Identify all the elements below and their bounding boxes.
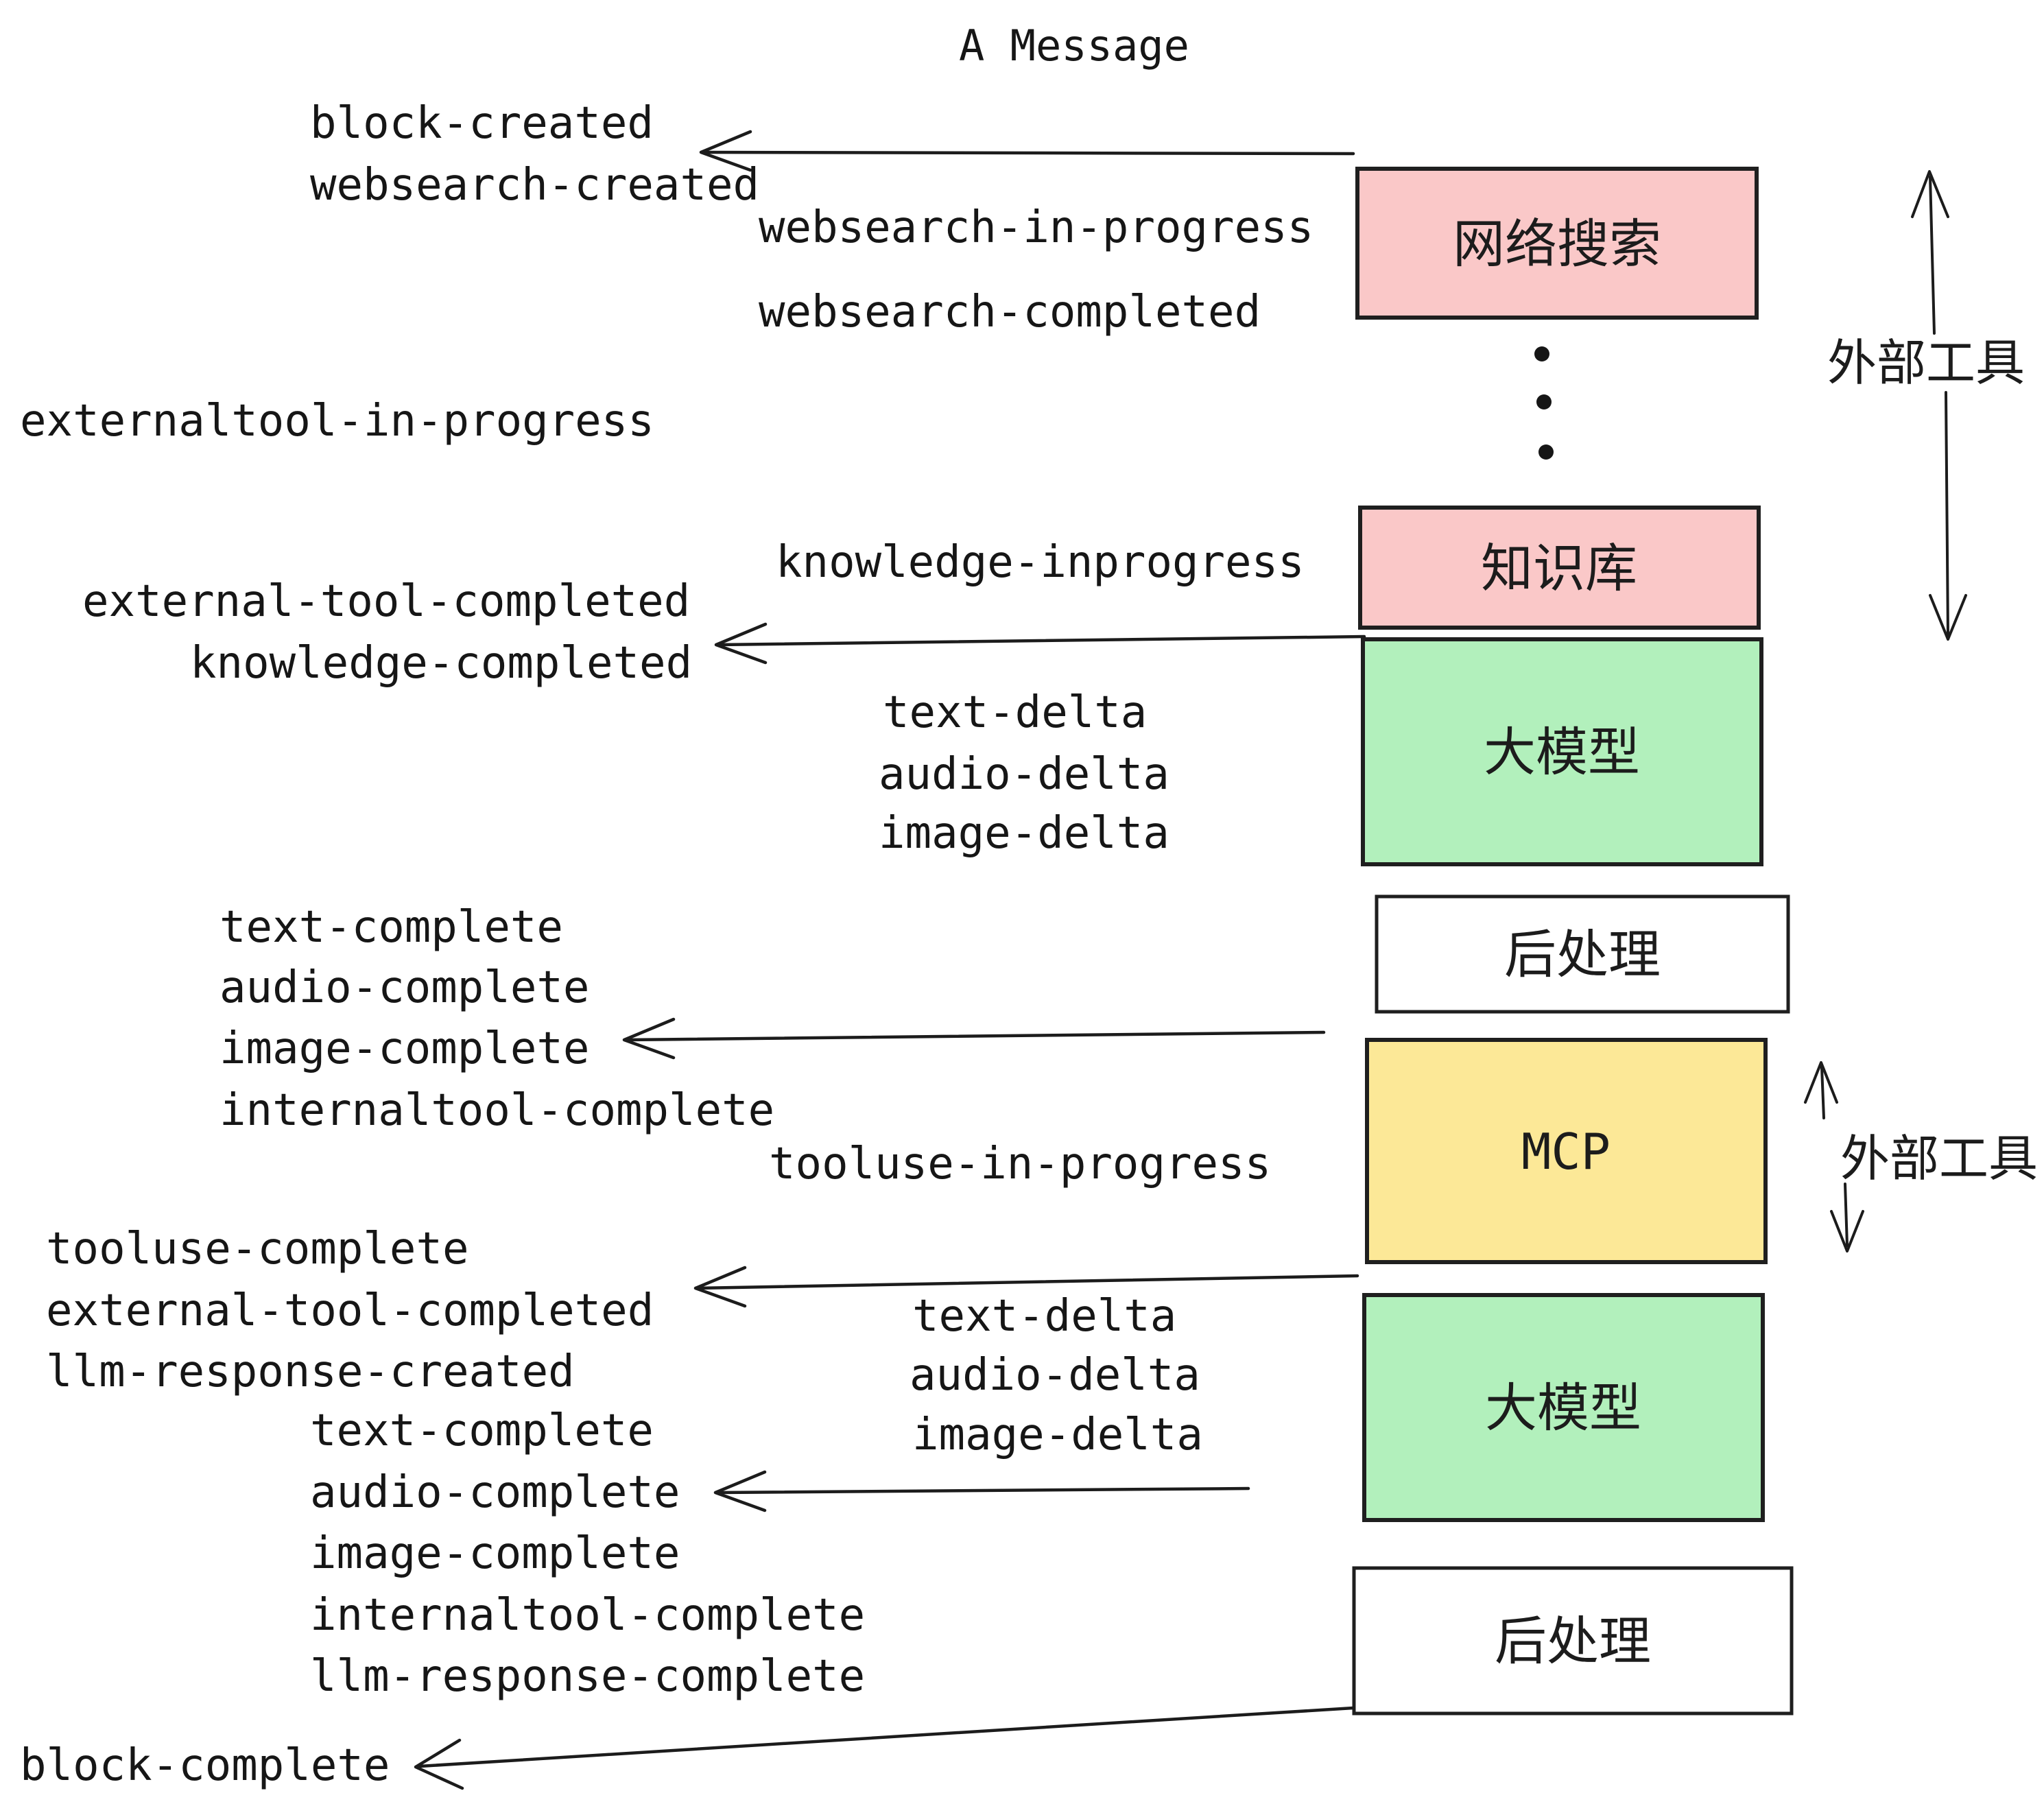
box-knowledge-label: 知识库 (1481, 540, 1637, 598)
arrow-shaft (1820, 1066, 1825, 1119)
arrow-to-block-created (699, 130, 1355, 172)
box-websearch-rect (1355, 167, 1759, 320)
event-llm-response-created: llm-response-created (46, 1346, 575, 1397)
arrow-shaft (715, 634, 1366, 647)
arrow-to-block-complete (414, 1706, 1355, 1790)
event-knowledge-completed: knowledge-completed (190, 638, 692, 689)
arrow-head-left-icon (414, 1738, 464, 1790)
event-block-created: block-created (310, 98, 654, 149)
external-tools-up-arrow-1 (1911, 170, 1949, 335)
event-text-delta-2: text-delta (912, 1291, 1176, 1342)
diagram-title: A Message (959, 21, 1189, 71)
box-mcp: MCP (1365, 1038, 1768, 1264)
arrow-to-knowledge-completed (714, 622, 1366, 665)
event-audio-complete-1: audio-complete (219, 962, 589, 1013)
event-block-complete: block-complete (20, 1740, 390, 1791)
arrow-head-up-icon (1911, 170, 1949, 218)
arrow-to-external-tool-completed (693, 1266, 1359, 1308)
box-llm-top-label: 大模型 (1484, 724, 1640, 782)
external-tools-label-mcp: 外部工具 (1840, 1132, 2038, 1187)
arrow-shaft (1945, 391, 1949, 637)
event-websearch-created: websearch-created (310, 160, 759, 211)
box-llm-top: 大模型 (1361, 637, 1763, 866)
event-tooluse-in-progress: tooluse-in-progress (769, 1139, 1271, 1189)
event-image-complete-2: image-complete (310, 1528, 680, 1579)
box-post-bottom-label: 后处理 (1495, 1613, 1651, 1671)
arrow-shaft (700, 150, 1355, 156)
box-llm-top-rect (1361, 637, 1763, 866)
box-llm-bottom-rect (1362, 1293, 1765, 1522)
box-mcp-rect (1365, 1038, 1768, 1264)
event-image-delta-1: image-delta (879, 808, 1169, 859)
event-audio-delta-2: audio-delta (910, 1350, 1200, 1401)
arrow-shaft (715, 1486, 1250, 1495)
event-text-complete-2: text-complete (310, 1405, 654, 1456)
event-internaltool-complete-2: internaltool-complete (310, 1590, 865, 1641)
event-audio-delta-1: audio-delta (879, 749, 1169, 800)
event-websearch-completed: websearch-completed (759, 287, 1261, 337)
arrow-head-left-icon (622, 1017, 676, 1060)
box-llm-bottom: 大模型 (1362, 1293, 1765, 1522)
box-knowledge: 知识库 (1358, 506, 1761, 630)
event-external-tool-completed-1: external-tool-completed (82, 576, 690, 627)
dot-icon (1538, 444, 1554, 460)
event-externaltool-in-progress: externaltool-in-progress (20, 396, 654, 447)
arrow-head-left-icon (713, 1470, 767, 1512)
arrow-head-down-icon (1830, 1210, 1864, 1253)
box-websearch: 网络搜索 (1355, 167, 1759, 320)
arrow-shaft (695, 1274, 1359, 1290)
event-image-delta-2: image-delta (912, 1410, 1203, 1460)
box-post-bottom: 后处理 (1352, 1566, 1794, 1716)
box-knowledge-rect (1358, 506, 1761, 630)
external-tools-up-arrow-2 (1804, 1061, 1838, 1119)
external-tools-label-top: 外部工具 (1827, 336, 2025, 391)
arrow-shaft (1929, 176, 1936, 335)
arrow-shaft (1844, 1183, 1849, 1247)
external-tools-down-arrow-2 (1830, 1183, 1864, 1253)
box-llm-bottom-label: 大模型 (1485, 1379, 1641, 1438)
arrow-shaft (418, 1706, 1355, 1768)
event-knowledge-inprogress: knowledge-inprogress (776, 537, 1305, 588)
box-websearch-label: 网络搜索 (1453, 215, 1661, 274)
event-audio-complete-2: audio-complete (310, 1467, 680, 1518)
event-external-tool-completed-2: external-tool-completed (46, 1285, 654, 1336)
box-post-top-label: 后处理 (1504, 926, 1661, 984)
box-mcp-label: MCP (1521, 1123, 1611, 1180)
arrow-head-up-icon (1804, 1061, 1838, 1104)
arrow-head-left-icon (693, 1266, 747, 1308)
event-image-complete-1: image-complete (219, 1023, 589, 1074)
event-text-delta-1: text-delta (883, 687, 1147, 738)
event-text-complete-1: text-complete (219, 902, 563, 953)
arrow-to-audio-complete (713, 1470, 1250, 1512)
box-post-top: 后处理 (1375, 894, 1790, 1014)
ellipsis-dots (1534, 346, 1554, 460)
arrow-head-left-icon (714, 622, 768, 665)
dot-icon (1534, 346, 1549, 361)
event-tooluse-complete: tooluse-complete (46, 1224, 469, 1274)
event-websearch-in-progress: websearch-in-progress (759, 202, 1314, 253)
event-internaltool-complete-1: internaltool-complete (219, 1085, 774, 1136)
arrow-head-left-icon (699, 130, 752, 172)
dot-icon (1536, 394, 1552, 410)
box-post-top-rect (1375, 894, 1790, 1014)
event-llm-response-complete: llm-response-complete (310, 1651, 865, 1702)
box-post-bottom-rect (1352, 1566, 1794, 1716)
arrow-to-image-complete (622, 1017, 1326, 1060)
arrow-shaft (623, 1030, 1326, 1042)
external-tools-down-arrow-1 (1929, 391, 1967, 641)
arrow-head-down-icon (1929, 594, 1967, 641)
